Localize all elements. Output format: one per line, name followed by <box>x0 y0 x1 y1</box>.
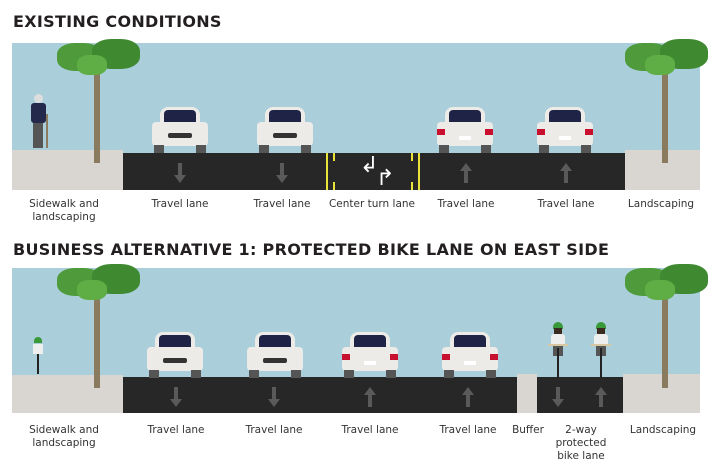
sidewalk <box>12 375 123 413</box>
center-line-dash <box>333 153 335 161</box>
car-rear-icon <box>440 332 500 378</box>
section-title-existing: EXISTING CONDITIONS <box>13 12 222 31</box>
landscaping-strip <box>623 374 700 413</box>
center-line <box>418 153 420 190</box>
pedestrian-icon <box>28 94 50 150</box>
label-travel-lane: Travel lane <box>245 424 303 436</box>
label-travel-lane: Travel lane <box>147 424 205 436</box>
tree-icon <box>620 264 710 388</box>
label-center-turn-lane: Center turn lane <box>328 198 416 210</box>
car-front-icon <box>145 332 205 378</box>
roadway <box>123 377 517 413</box>
label-travel-lane: Travel lane <box>437 198 495 210</box>
car-front-icon <box>150 107 210 153</box>
car-rear-icon <box>340 332 400 378</box>
label-buffer: Buffer <box>512 424 544 436</box>
car-rear-icon <box>535 107 595 153</box>
sidewalk <box>12 150 123 190</box>
cyclist-icon <box>548 322 568 378</box>
label-travel-lane: Travel lane <box>253 198 311 210</box>
label-travel-lane: Travel lane <box>537 198 595 210</box>
center-line-dash <box>333 182 335 190</box>
center-line <box>326 153 328 190</box>
tree-icon <box>620 39 710 163</box>
turn-arrow-icon: ↲ <box>360 153 379 178</box>
tree-icon <box>52 39 142 163</box>
car-front-icon <box>255 107 315 153</box>
buffer <box>517 374 537 413</box>
label-landscaping: Landscaping <box>629 424 697 436</box>
label-travel-lane: Travel lane <box>151 198 209 210</box>
center-line-dash <box>411 182 413 190</box>
center-line-dash <box>411 153 413 161</box>
turn-arrow-icon: ↱ <box>376 166 395 191</box>
label-travel-lane: Travel lane <box>439 424 497 436</box>
bike-lane <box>537 377 623 413</box>
tree-icon <box>52 264 142 388</box>
car-front-icon <box>245 332 305 378</box>
child-cyclist-icon <box>32 337 44 375</box>
roadway <box>123 153 625 190</box>
cyclist-icon <box>591 322 611 378</box>
car-rear-icon <box>435 107 495 153</box>
section-title-alternative: BUSINESS ALTERNATIVE 1: PROTECTED BIKE L… <box>13 240 610 259</box>
label-travel-lane: Travel lane <box>341 424 399 436</box>
label-landscaping: Landscaping <box>627 198 695 210</box>
